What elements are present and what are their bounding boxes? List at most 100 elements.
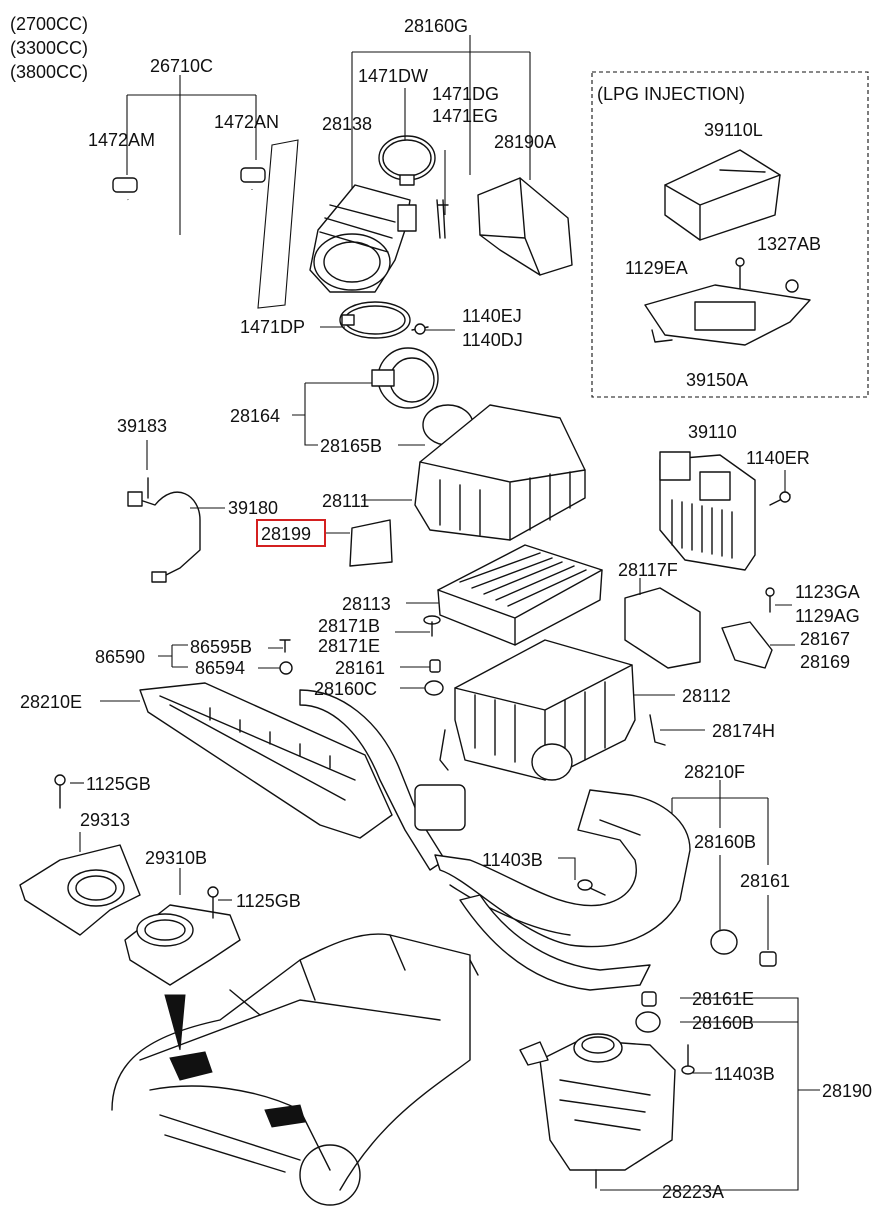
label-1140er[interactable]: 1140ER (746, 448, 810, 468)
label-29313[interactable]: 29313 (80, 810, 130, 830)
filter-element-28113 (437, 544, 603, 646)
fasteners-86590 (279, 639, 293, 675)
plate-29313 (19, 844, 141, 936)
label-1140ej[interactable]: 1140EJ (462, 306, 522, 326)
label-28111[interactable]: 28111 (322, 491, 369, 511)
label-26710c[interactable]: 26710C (150, 56, 213, 76)
engine-note-3800: (3800CC) (10, 62, 88, 82)
label-1129ag[interactable]: 1129AG (795, 606, 860, 626)
label-39150a[interactable]: 39150A (686, 370, 748, 390)
nut-1327ab (785, 279, 799, 293)
bracket-39150a (644, 284, 811, 346)
breather-hose-26710c (112, 167, 266, 249)
label-86595b[interactable]: 86595B (190, 637, 252, 657)
leader-lines (70, 35, 820, 1191)
bolt-1140er (769, 491, 791, 506)
label-28164[interactable]: 28164 (230, 406, 280, 426)
insulator-28161e (641, 991, 657, 1007)
clamp-1471dp (339, 301, 411, 339)
label-28171b[interactable]: 28171B (318, 616, 380, 636)
label-28138[interactable]: 28138 (322, 114, 372, 134)
label-1327ab[interactable]: 1327AB (757, 234, 821, 254)
label-1125gb-upper[interactable]: 1125GB (86, 774, 151, 794)
label-28165b[interactable]: 28165B (320, 436, 382, 456)
label-28160c[interactable]: 28160C (314, 679, 377, 699)
bolt-11403b-lower (681, 1044, 695, 1075)
clamp-outline (257, 139, 299, 309)
ecu-39110 (659, 451, 756, 571)
engine-note-3300: (3300CC) (10, 38, 88, 58)
grommet-28171b (423, 615, 441, 637)
label-29310b[interactable]: 29310B (145, 848, 207, 868)
label-28167[interactable]: 28167 (800, 629, 850, 649)
resonator-28190 (519, 1033, 676, 1189)
label-11403b-lower[interactable]: 11403B (714, 1064, 775, 1084)
bolt-1140ej (411, 323, 429, 335)
label-11403b-upper[interactable]: 11403B (482, 850, 543, 870)
label-1123ga[interactable]: 1123GA (795, 582, 860, 602)
engine-notes: (2700CC) (3300CC) (3800CC) (10, 14, 88, 82)
air-flow-sensor-28164 (371, 347, 439, 409)
label-39183[interactable]: 39183 (117, 416, 167, 436)
label-28112[interactable]: 28112 (682, 686, 731, 706)
label-1472am[interactable]: 1472AM (88, 130, 155, 150)
label-28160b-upper[interactable]: 28160B (694, 832, 756, 852)
label-1125gb-lower[interactable]: 1125GB (236, 891, 301, 911)
label-28113[interactable]: 28113 (342, 594, 391, 614)
label-39110l[interactable]: 39110L (704, 120, 763, 140)
label-39110[interactable]: 39110 (688, 422, 737, 442)
air-cleaner-body-28112 (439, 639, 636, 781)
label-28161-lower[interactable]: 28161 (740, 871, 790, 891)
sensor-harness-39180 (127, 477, 201, 583)
bolt-1123ga (765, 587, 775, 613)
label-39180[interactable]: 39180 (228, 498, 278, 518)
vehicle-illustration (111, 933, 471, 1206)
part-labels[interactable]: 26710C 1472AM 1472AN 28160G 1471DW 1471D… (20, 16, 872, 1202)
insulator-28161 (429, 659, 441, 673)
label-28190[interactable]: 28190 (822, 1081, 872, 1101)
label-28174h[interactable]: 28174H (712, 721, 775, 741)
label-1140dj[interactable]: 1140DJ (462, 330, 523, 350)
label-28210e[interactable]: 28210E (20, 692, 82, 712)
label-28223a[interactable]: 28223A (662, 1182, 724, 1202)
label-86594[interactable]: 86594 (195, 658, 245, 678)
grommet-28160b-upper (710, 929, 738, 955)
label-28210f[interactable]: 28210F (684, 762, 745, 782)
clamp-1471dw (378, 135, 436, 186)
label-1471dg[interactable]: 1471DG (432, 84, 499, 104)
label-1471dw[interactable]: 1471DW (358, 66, 428, 86)
label-sticker-28199 (349, 519, 393, 567)
label-1129ea[interactable]: 1129EA (625, 258, 688, 278)
bolt-1129ea (735, 257, 745, 291)
label-28160g[interactable]: 28160G (404, 16, 468, 36)
intake-duct-28138 (309, 184, 417, 293)
label-28190a[interactable]: 28190A (494, 132, 556, 152)
lpg-injection-box (591, 71, 869, 398)
grommet-28160b-lower (635, 1011, 661, 1033)
gasket-28117f (624, 587, 701, 669)
label-1471eg[interactable]: 1471EG (432, 106, 498, 126)
label-28169[interactable]: 28169 (800, 652, 850, 672)
label-86590[interactable]: 86590 (95, 647, 145, 667)
intake-hose-28210f (434, 789, 691, 991)
insulator-28161-lower (759, 951, 777, 967)
label-28161e[interactable]: 28161E (692, 989, 754, 1009)
bolt-11403b-upper (577, 879, 606, 896)
bolt-1125gb-upper (54, 774, 66, 809)
grommet-28160c (424, 680, 444, 696)
label-28199[interactable]: 28199 (261, 524, 311, 544)
label-1471dp[interactable]: 1471DP (240, 317, 305, 337)
label-28160b-lower[interactable]: 28160B (692, 1013, 754, 1033)
engine-note-2700: (2700CC) (10, 14, 88, 34)
label-28161-upper[interactable]: 28161 (335, 658, 385, 678)
lpg-box-title: (LPG INJECTION) (597, 84, 745, 104)
plate-29310b (124, 904, 241, 986)
clip-28174h (649, 714, 666, 746)
label-28171e[interactable]: 28171E (318, 636, 380, 656)
label-28117f[interactable]: 28117F (618, 560, 678, 580)
bracket-28167 (721, 621, 773, 669)
clip-1471dg (436, 199, 449, 239)
label-1472an[interactable]: 1472AN (214, 112, 279, 132)
bolt-1125gb-lower (207, 886, 219, 919)
